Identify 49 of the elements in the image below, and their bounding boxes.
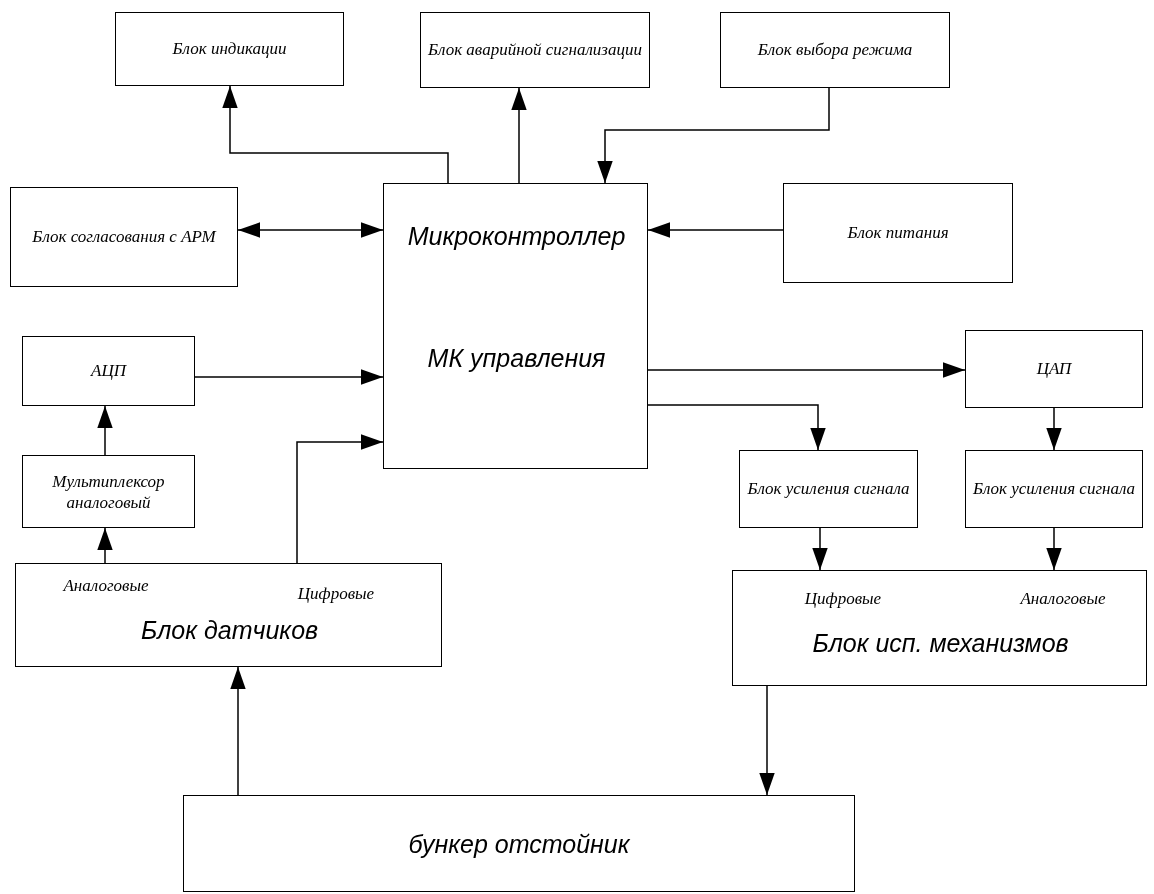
block-box <box>115 12 344 86</box>
block-label: Блок питания <box>846 222 950 244</box>
block-box <box>783 183 1013 283</box>
block-box <box>965 450 1143 528</box>
block-label: Микроконтроллер <box>406 222 627 251</box>
block-box <box>10 187 238 287</box>
arrow <box>647 362 966 378</box>
block-box <box>183 795 855 892</box>
block-label: Блок согласования с АРМ <box>31 226 218 248</box>
block-box <box>965 330 1143 408</box>
arrow <box>1046 407 1062 451</box>
port-label: Аналоговые <box>1018 589 1107 609</box>
arrow <box>194 369 384 385</box>
arrow <box>647 404 826 451</box>
block-box <box>383 183 648 469</box>
block-label: Блок усиления сигнала <box>971 478 1137 500</box>
arrow <box>97 405 113 456</box>
block-box <box>732 570 1147 686</box>
arrow <box>222 85 449 184</box>
arrow <box>97 527 113 564</box>
block-label: бункер отстойник <box>407 829 631 858</box>
block-label: ЦАП <box>1035 358 1073 380</box>
block-label: Блок датчиков <box>139 616 320 645</box>
arrow <box>230 666 246 796</box>
block-box <box>22 455 195 528</box>
block-label: Блок индикации <box>171 38 288 60</box>
block-label: МК управления <box>426 344 607 373</box>
arrow <box>296 434 384 564</box>
arrow <box>759 685 775 796</box>
block-box <box>720 12 950 88</box>
block-label: Блок исп. механизмов <box>811 629 1070 658</box>
arrow <box>1046 527 1062 571</box>
block-box <box>739 450 918 528</box>
block-box <box>22 336 195 406</box>
arrow <box>237 222 384 238</box>
block-label: Блок выбора режима <box>756 39 914 61</box>
block-label: Блок усиления сигнала <box>746 478 911 500</box>
block-box <box>420 12 650 88</box>
arrow <box>511 87 527 184</box>
block-label: АЦП <box>89 360 128 382</box>
arrow <box>597 87 830 184</box>
block-box <box>15 563 442 667</box>
block-label: Блок аварийной сигнализации <box>427 39 643 61</box>
port-label: Цифровые <box>296 584 376 604</box>
arrow <box>647 222 784 238</box>
port-label: Аналоговые <box>61 576 150 596</box>
block-label: Мультиплексор аналоговый <box>51 470 166 513</box>
arrow <box>812 527 828 571</box>
port-label: Цифровые <box>803 589 883 609</box>
